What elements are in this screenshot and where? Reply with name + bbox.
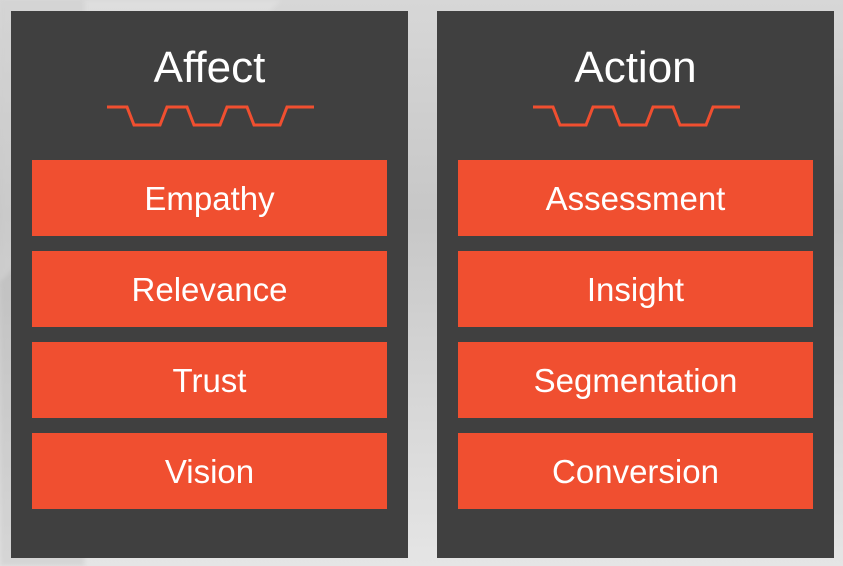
- action-item-assessment: Assessment: [458, 160, 813, 236]
- wave-divider-icon: [107, 105, 314, 127]
- affect-item-trust: Trust: [32, 342, 387, 418]
- action-item-conversion: Conversion: [458, 433, 813, 509]
- affect-title: Affect: [153, 43, 266, 92]
- action-title: Action: [574, 43, 697, 92]
- affect-item-empathy: Empathy: [32, 160, 387, 236]
- action-panel: Action Assessment Insight Segmentation C…: [437, 11, 834, 558]
- affect-item-relevance: Relevance: [32, 251, 387, 327]
- affect-panel: Affect Empathy Relevance Trust Vision: [11, 11, 408, 558]
- wave-divider-icon: [533, 105, 740, 127]
- affect-item-vision: Vision: [32, 433, 387, 509]
- action-item-insight: Insight: [458, 251, 813, 327]
- action-item-segmentation: Segmentation: [458, 342, 813, 418]
